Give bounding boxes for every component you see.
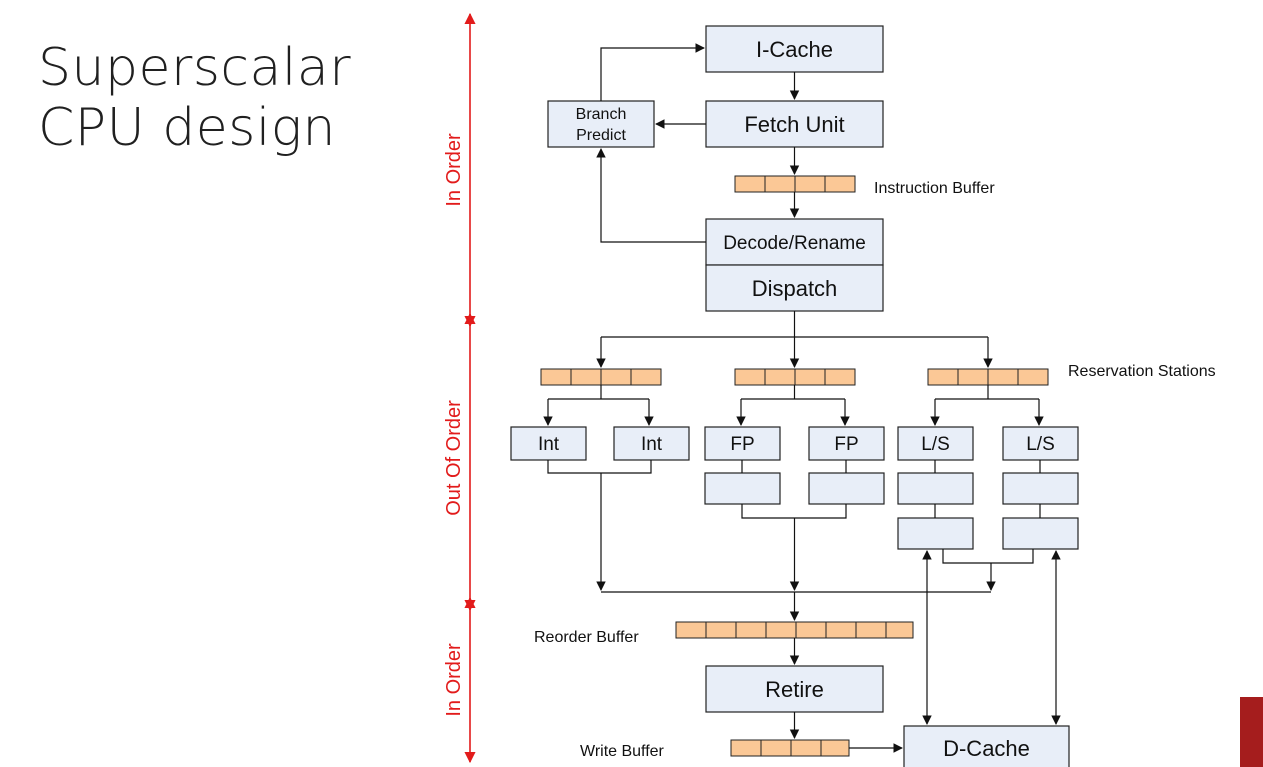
fp-unit-1-stage-2	[704, 472, 781, 505]
ls-unit-2-stage-2	[1002, 472, 1079, 505]
slide-title-line-1: Superscalar	[38, 38, 352, 98]
slide-title: Superscalar CPU design	[38, 38, 351, 158]
reservation-station-ls	[927, 368, 1049, 386]
ls-unit-1-stage-3	[897, 517, 974, 550]
stage-label-in-order-bottom: In Order	[443, 643, 465, 717]
instruction-buffer-label: Instruction Buffer	[874, 180, 995, 197]
icache-block	[705, 25, 884, 73]
reorder-buffer	[675, 621, 914, 639]
decode-to-branch-arrow	[596, 148, 706, 243]
retire-block	[705, 665, 884, 713]
fp-unit-2	[808, 426, 885, 461]
ls-unit-1-label: L/S	[921, 434, 950, 455]
fp-unit-1-label: FP	[730, 434, 754, 455]
ls-unit-2	[1002, 426, 1079, 461]
ls-unit-1-stage-2	[897, 472, 974, 505]
ls-unit-1	[897, 426, 974, 461]
slide-title-line-2: CPU design	[38, 98, 336, 158]
reorder-buffer-label: Reorder Buffer	[534, 629, 639, 646]
write-buffer-label: Write Buffer	[580, 743, 665, 760]
stage-indicator-in-order-bottom: In Order	[443, 596, 476, 764]
branch-to-icache-arrow	[600, 43, 705, 101]
stage-label-out-of-order: Out Of Order	[443, 400, 465, 516]
stage-label-in-order-top: In Order	[443, 133, 465, 207]
fp-unit-2-label: FP	[834, 434, 858, 455]
fp-merge	[741, 504, 847, 519]
fp-unit-1	[704, 426, 781, 461]
reservation-station-fp	[734, 368, 856, 386]
slide-corner-accent	[1240, 697, 1263, 767]
ls-merge	[942, 549, 1034, 564]
write-buffer	[730, 739, 850, 757]
stage-indicator-in-order-top: In Order	[443, 12, 476, 328]
dcache-label: D-Cache	[943, 736, 1030, 761]
dispatch-label: Dispatch	[752, 276, 838, 301]
dispatch-block	[705, 264, 884, 312]
icache-label: I-Cache	[756, 37, 833, 62]
reservation-station-int	[540, 368, 662, 386]
decode-rename-label: Decode/Rename	[723, 233, 866, 254]
int-unit-1	[510, 426, 587, 461]
branch-predict-label-line-1: Branch	[576, 106, 627, 123]
reservation-stations-label: Reservation Stations	[1068, 363, 1216, 380]
int-merge	[547, 460, 652, 474]
ls-unit-2-stage-3	[1002, 517, 1079, 550]
retire-label: Retire	[765, 677, 824, 702]
ls-unit-2-label: L/S	[1026, 434, 1055, 455]
fp-unit-2-stage-2	[808, 472, 885, 505]
int-unit-2-label: Int	[641, 434, 663, 455]
stage-indicator-out-of-order: Out Of Order	[443, 312, 476, 612]
branch-predict-label-line-2: Predict	[576, 127, 626, 144]
instruction-buffer	[734, 175, 856, 193]
int-unit-1-label: Int	[538, 434, 560, 455]
fetch-unit-label: Fetch Unit	[744, 112, 844, 137]
dcache-block	[903, 725, 1070, 767]
